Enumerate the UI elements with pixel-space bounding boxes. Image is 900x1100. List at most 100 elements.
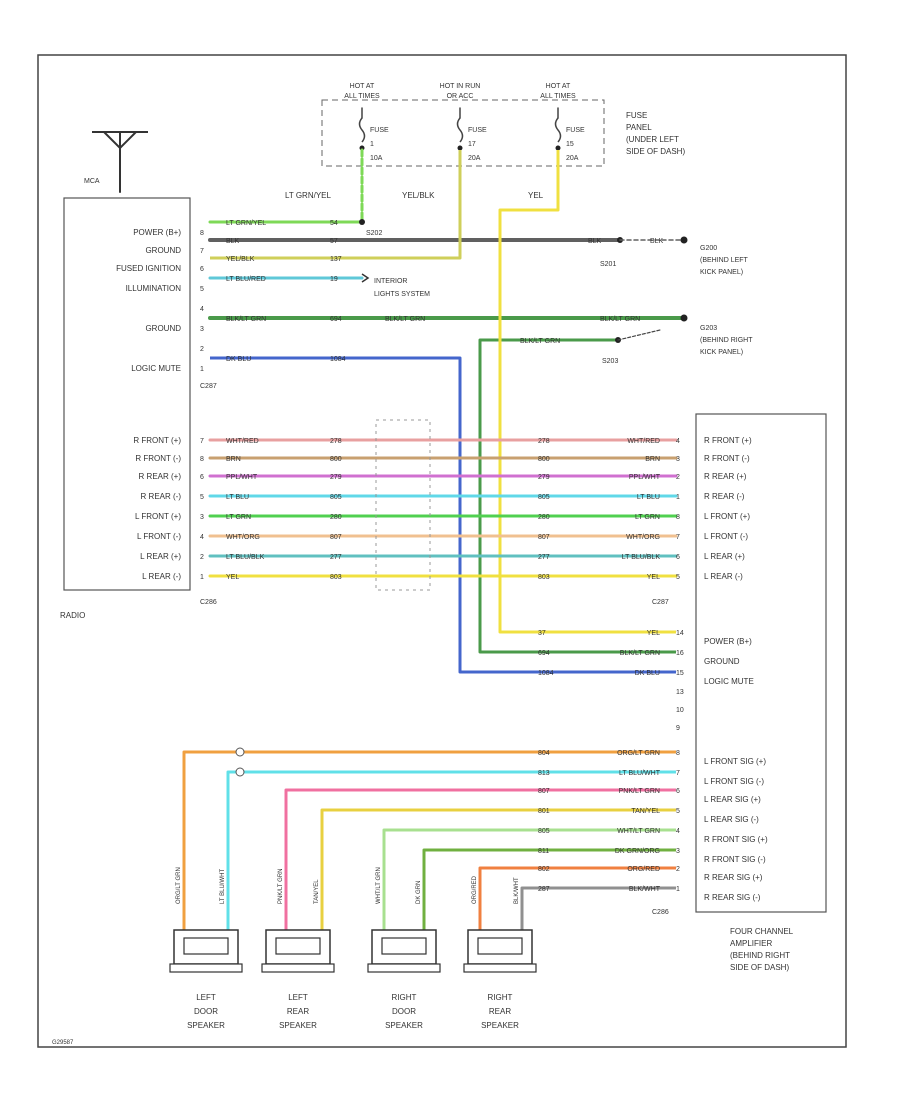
wire-color-label: YEL	[226, 574, 239, 581]
speaker-wire-label: WHT/LT GRN	[376, 867, 382, 904]
amp-pin-label: L FRONT (-)	[704, 532, 748, 541]
amp-pin-num: 5	[676, 574, 680, 581]
wire-circuit: 137	[330, 256, 342, 263]
fuse-terminal	[457, 145, 463, 151]
speaker-wire-label: ORG/RED	[472, 875, 478, 904]
wire-color-label: WHT/RED	[226, 438, 259, 445]
wire-circuit: 1084	[538, 670, 554, 677]
wire-color-label: BLK/LT GRN	[520, 338, 560, 345]
amp-pin-num: 2	[676, 474, 680, 481]
radio-pin-label: FUSED IGNITION	[116, 264, 181, 273]
wire-color-label: LT GRN	[635, 514, 660, 521]
radio-pin-num: 7	[200, 438, 204, 445]
speaker-wire-label: ORG/LT GRN	[176, 867, 182, 904]
amp-pin-num: 8	[676, 750, 680, 757]
radio-pin-num: 5	[200, 494, 204, 501]
amp-pin-label: L REAR (+)	[704, 552, 745, 561]
amp-pin-num: 14	[676, 630, 684, 637]
hot-label: ALL TIMES	[344, 93, 380, 100]
radio-pin-num: 2	[200, 346, 204, 353]
amp-pin-label: LOGIC MUTE	[704, 677, 754, 686]
speaker-name: SPEAKER	[481, 1021, 519, 1030]
amp-pin-num: 4	[676, 438, 680, 445]
diagram-border	[37, 54, 847, 1048]
amp-pin-num: 1	[676, 886, 680, 893]
speaker-icon	[173, 929, 239, 965]
speaker-name: DOOR	[392, 1007, 416, 1016]
wire-color-label: YEL/BLK	[226, 256, 255, 263]
wire-circuit: 805	[330, 494, 342, 501]
radio-pin-label: L FRONT (+)	[135, 512, 181, 521]
radio-pin-label: R REAR (+)	[139, 472, 182, 481]
radio-pin-label: ILLUMINATION	[126, 284, 182, 293]
wire-color-label: BLK/LT GRN	[385, 316, 425, 323]
radio-pin-num: 6	[200, 474, 204, 481]
connector-label: C286	[652, 909, 669, 916]
wire-color-label: LT BLU/BLK	[622, 554, 661, 561]
hot-label: HOT AT	[546, 83, 571, 90]
wire-circuit: 279	[330, 474, 342, 481]
wire-color-label: BRN	[645, 456, 660, 463]
wire-circuit: 801	[538, 808, 550, 815]
amp-pin-num: 15	[676, 670, 684, 677]
hot-label: ALL TIMES	[540, 93, 576, 100]
fuse-label: FUSE	[370, 127, 389, 134]
radio-pin-label: L FRONT (-)	[137, 532, 181, 541]
wire-circuit: 807	[538, 788, 550, 795]
wire-speaker-output	[284, 788, 676, 930]
wire-circuit: 807	[538, 534, 550, 541]
speaker-name: SPEAKER	[385, 1021, 423, 1030]
wire-circuit: 800	[538, 456, 550, 463]
radio-pin-label: R FRONT (+)	[133, 436, 181, 445]
antenna-icon	[92, 131, 148, 150]
wire-circuit: 805	[538, 828, 550, 835]
arrow-icon	[361, 273, 370, 283]
antenna-label: MCA	[84, 178, 100, 185]
connector-label: C287	[652, 599, 669, 606]
wire-circuit: 1084	[330, 356, 346, 363]
radio-pin-num: 7	[200, 248, 204, 255]
radio-pin-label: GROUND	[145, 246, 181, 255]
wire-circuit: 280	[538, 514, 550, 521]
fuse-terminal	[555, 145, 561, 151]
footer-code: G29587	[52, 1040, 74, 1046]
amp-pin-label: R FRONT SIG (-)	[704, 855, 766, 864]
radio-box	[63, 197, 191, 591]
ground-note: KICK PANEL)	[700, 349, 743, 356]
wire-color-label: BLK/LT GRN	[226, 316, 266, 323]
radio-pin-label: GROUND	[145, 324, 181, 333]
wire-color-label: TAN/YEL	[631, 808, 660, 815]
wire-color-label: BLK/LT GRN	[620, 650, 660, 657]
speaker-cone	[275, 937, 321, 955]
radio-pin-num: 6	[200, 266, 204, 273]
wire-circuit: 813	[538, 770, 550, 777]
ground-g203	[680, 314, 688, 322]
ground-note: (BEHIND LEFT	[700, 257, 749, 264]
ground-note: (BEHIND RIGHT	[700, 337, 753, 344]
wire-color-label: WHT/ORG	[626, 534, 660, 541]
amplifier-name: AMPLIFIER	[730, 939, 772, 948]
amplifier-name: SIDE OF DASH)	[730, 963, 789, 972]
amp-pin-num: 2	[676, 866, 680, 873]
amp-pin-label: L REAR SIG (-)	[704, 815, 759, 824]
speaker-name: LEFT	[196, 993, 216, 1002]
fuse-rating: 10A	[370, 155, 383, 162]
speaker-wire-label: PNK/LT GRN	[278, 869, 284, 904]
speaker-cone	[477, 937, 523, 955]
fuse-panel-note: (UNDER LEFT	[626, 135, 679, 144]
wire-color-label: DK GRN/ORG	[615, 848, 660, 855]
amp-pin-label: GROUND	[704, 657, 740, 666]
radio-pin-label: L REAR (+)	[140, 552, 181, 561]
wire-circuit: 278	[330, 438, 342, 445]
wire-speaker-output	[320, 808, 676, 930]
splice-label: S201	[600, 261, 616, 268]
speaker-base	[367, 963, 441, 973]
speaker-wire-label: BLK/WHT	[514, 877, 520, 904]
speaker-base	[463, 963, 537, 973]
wire-circuit: 57	[330, 238, 338, 245]
radio-pin-num: 4	[200, 534, 204, 541]
speaker-name: RIGHT	[392, 993, 417, 1002]
wire-color-label: LT BLU	[226, 494, 249, 501]
wire-yel-blk	[210, 150, 462, 260]
radio-pin-label: R REAR (-)	[141, 492, 182, 501]
